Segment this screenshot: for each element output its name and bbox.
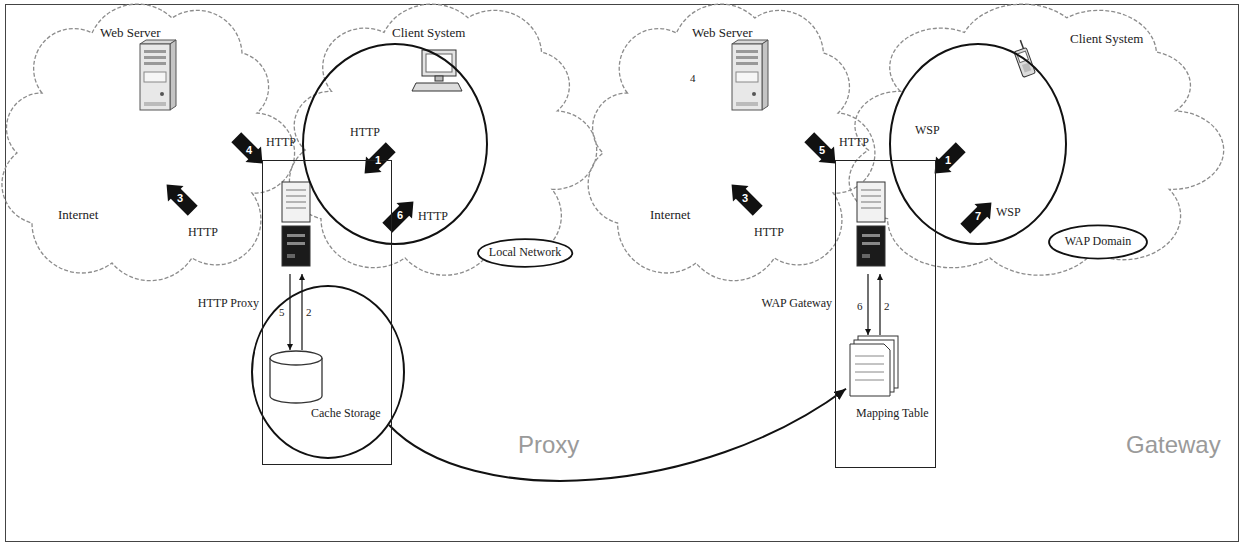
node-label: Client System (1070, 32, 1143, 46)
domain-oval: WAP Domain (1048, 224, 1148, 260)
node-label: WAP Gateway (761, 297, 832, 310)
callout-number: 4 (690, 72, 696, 84)
callout-number: 4 (246, 144, 252, 156)
node-label: Client System (392, 26, 465, 40)
callout-number: 3 (742, 192, 748, 204)
block-arrow (228, 129, 270, 171)
protocol-label: HTTP (266, 136, 296, 149)
cache-storage: Cache Storage (267, 341, 389, 425)
node-label: WAP Domain (1065, 235, 1132, 248)
protocol-label: HTTP (188, 226, 218, 239)
block-arrow (801, 129, 843, 171)
node-label: HTTP Proxy (198, 297, 259, 310)
callout-number: 2 (306, 306, 312, 318)
block-arrow (379, 194, 421, 236)
lookup-arrow (301, 274, 302, 350)
block-arrow (957, 195, 999, 237)
mapping-documents (850, 336, 898, 396)
node-label: Cache Storage (311, 407, 381, 420)
server-icon (140, 40, 176, 110)
highlight-circle (890, 44, 1066, 244)
store-arrow (867, 274, 868, 335)
server-icon (732, 40, 768, 110)
mapping-table: Mapping Table (846, 337, 934, 423)
client-node: Client System (392, 26, 474, 92)
callout-number: 5 (279, 306, 285, 318)
server-node: Web Server (100, 26, 172, 112)
internet-cloud (588, 4, 875, 281)
node-label: Mapping Table (856, 407, 929, 420)
oval-shape (478, 239, 572, 267)
oval-shape (1049, 225, 1147, 258)
client-node: Client System (1008, 30, 1148, 86)
block-arrow (724, 177, 766, 219)
lookup-arrow (879, 274, 880, 335)
node-label: Web Server (100, 26, 161, 40)
highlight-circle (252, 286, 404, 458)
section-title: Proxy (518, 432, 579, 458)
callout-number: 6 (857, 300, 863, 312)
outer-frame (6, 5, 1239, 542)
callout-number: 3 (177, 192, 183, 204)
flow-arrow (389, 389, 846, 481)
section-title: Gateway (1126, 432, 1221, 458)
internet-cloud (2, 4, 295, 281)
network-cloud (289, 4, 596, 275)
block-arrow (159, 177, 201, 219)
node-label: Local Network (489, 246, 561, 259)
callout-number: 2 (884, 300, 890, 312)
proxy-server-icon (282, 182, 310, 266)
highlight-circle (303, 44, 487, 244)
node-label: Web Server (692, 26, 753, 40)
gateway-box: WAP GatewayMapping Table (835, 160, 936, 468)
callout-number: 5 (819, 144, 825, 156)
callout-number: 7 (975, 210, 981, 222)
protocol-label: HTTP (754, 226, 784, 239)
server-node: Web Server (692, 26, 764, 112)
cache-cylinder (270, 351, 322, 403)
network-cloud (849, 4, 1224, 275)
callout-number: 1 (945, 154, 951, 166)
callout-number: 1 (375, 154, 381, 166)
protocol-label: HTTP (418, 210, 448, 223)
protocol-label: WSP (915, 124, 940, 137)
protocol-label: HTTP (839, 136, 869, 149)
protocol-label: HTTP (350, 126, 380, 139)
network-oval: Local Network (477, 238, 573, 268)
protocol-label: WSP (996, 206, 1021, 219)
callout-number: 6 (397, 209, 403, 221)
region-label: Internet (58, 208, 98, 222)
store-arrow (289, 274, 290, 350)
gateway-server-icon (857, 182, 885, 266)
region-label: Internet (650, 208, 690, 222)
